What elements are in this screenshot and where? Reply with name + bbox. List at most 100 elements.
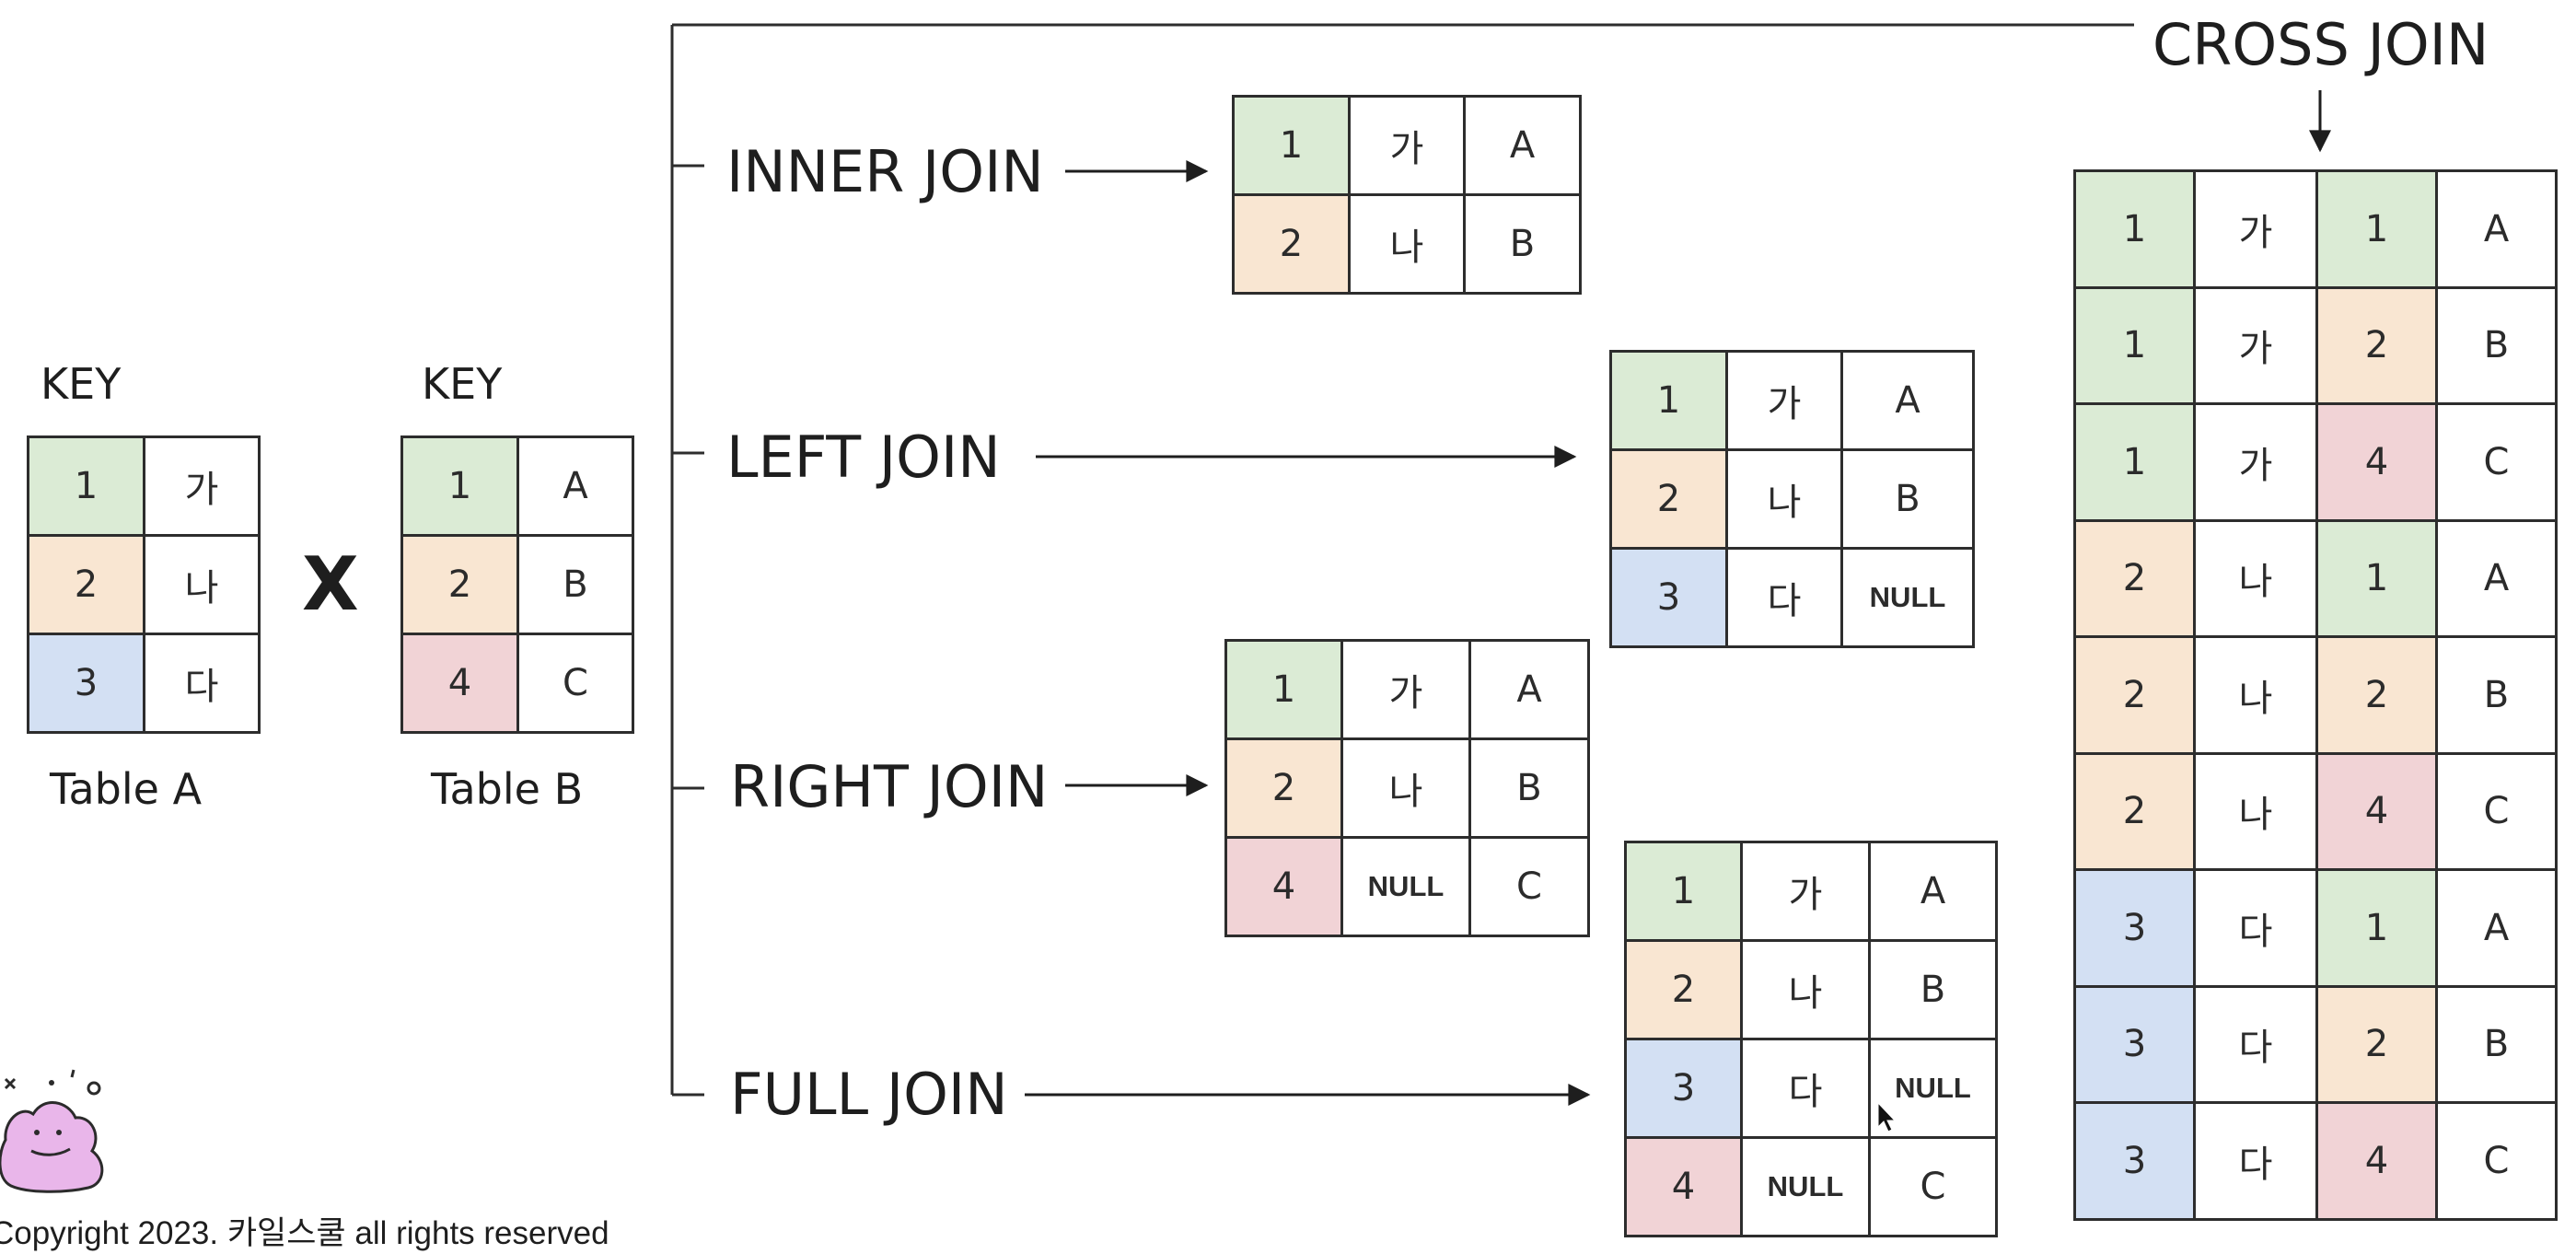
value-cell: 가 — [1740, 841, 1871, 942]
full-join-label: FULL JOIN — [730, 1061, 1008, 1128]
table-b-key-label: KEY — [422, 359, 503, 409]
key-cell: 2 — [2315, 635, 2438, 755]
value-cell: 다 — [1740, 1038, 1871, 1139]
key-cell: 2 — [2073, 518, 2196, 638]
value-cell: B — [1868, 939, 1998, 1040]
key-cell: 1 — [2315, 169, 2438, 289]
left-join-label: LEFT JOIN — [726, 424, 1001, 491]
key-cell: 2 — [27, 534, 145, 635]
key-cell: 2 — [2315, 984, 2438, 1104]
key-cell: 4 — [2315, 1101, 2438, 1221]
value-cell: B — [2435, 984, 2558, 1104]
key-cell: 2 — [2073, 635, 2196, 755]
value-cell: 다 — [2193, 984, 2318, 1104]
key-cell: 3 — [1609, 547, 1728, 648]
value-cell: 나 — [1740, 939, 1871, 1040]
key-cell: 1 — [2073, 169, 2196, 289]
value-cell: 가 — [1725, 350, 1843, 451]
value-cell: 가 — [1348, 95, 1466, 196]
value-cell: C — [2435, 751, 2558, 871]
value-cell: 다 — [1725, 547, 1843, 648]
key-cell: 1 — [2073, 285, 2196, 405]
value-cell: 가 — [143, 435, 261, 537]
value-cell: A — [2435, 518, 2558, 638]
value-cell: 다 — [2193, 868, 2318, 988]
value-cell: 가 — [1340, 639, 1471, 740]
key-cell: 2 — [2073, 751, 2196, 871]
key-cell: 2 — [1624, 939, 1743, 1040]
value-cell: NULL — [1340, 836, 1471, 937]
value-cell: C — [516, 633, 634, 734]
value-cell: 가 — [2193, 169, 2318, 289]
right-join-label: RIGHT JOIN — [730, 753, 1049, 820]
key-cell: 1 — [1224, 639, 1343, 740]
value-cell: A — [1468, 639, 1590, 740]
value-cell: B — [2435, 635, 2558, 755]
value-cell: C — [2435, 402, 2558, 522]
key-cell: 1 — [27, 435, 145, 537]
key-cell: 3 — [27, 633, 145, 734]
key-cell: 3 — [2073, 868, 2196, 988]
value-cell: C — [2435, 1101, 2558, 1221]
value-cell: B — [1463, 193, 1582, 295]
key-cell: 2 — [1609, 448, 1728, 550]
value-cell: A — [2435, 868, 2558, 988]
key-cell: 1 — [1232, 95, 1351, 196]
cross-product-symbol: X — [302, 541, 359, 627]
value-cell: 나 — [2193, 635, 2318, 755]
key-cell: 3 — [2073, 1101, 2196, 1221]
inner-join-label: INNER JOIN — [726, 138, 1044, 205]
key-cell: 1 — [2073, 402, 2196, 522]
table-a-name: Table A — [50, 764, 203, 814]
value-cell: 나 — [2193, 518, 2318, 638]
value-cell: 나 — [143, 534, 261, 635]
cross-join-label: CROSS JOIN — [2152, 11, 2489, 78]
copyright-text: Copyright 2023. 카일스쿨 all rights reserved — [0, 1215, 609, 1251]
key-cell: 2 — [1224, 737, 1343, 839]
table-a-key-label: KEY — [41, 359, 122, 409]
value-cell: 가 — [2193, 285, 2318, 405]
value-cell: NULL — [1740, 1136, 1871, 1237]
value-cell: 다 — [143, 633, 261, 734]
table-b-name: Table B — [431, 764, 584, 814]
ditto-mascot-icon — [0, 1069, 104, 1193]
key-cell: 2 — [1232, 193, 1351, 295]
value-cell: 다 — [2193, 1101, 2318, 1221]
key-cell: 4 — [1624, 1136, 1743, 1237]
value-cell: B — [2435, 285, 2558, 405]
key-cell: 2 — [2315, 285, 2438, 405]
key-cell: 1 — [400, 435, 519, 537]
value-cell: A — [1868, 841, 1998, 942]
value-cell: B — [1468, 737, 1590, 839]
key-cell: 4 — [2315, 751, 2438, 871]
value-cell: A — [1463, 95, 1582, 196]
value-cell: NULL — [1868, 1038, 1998, 1139]
value-cell: NULL — [1840, 547, 1975, 648]
